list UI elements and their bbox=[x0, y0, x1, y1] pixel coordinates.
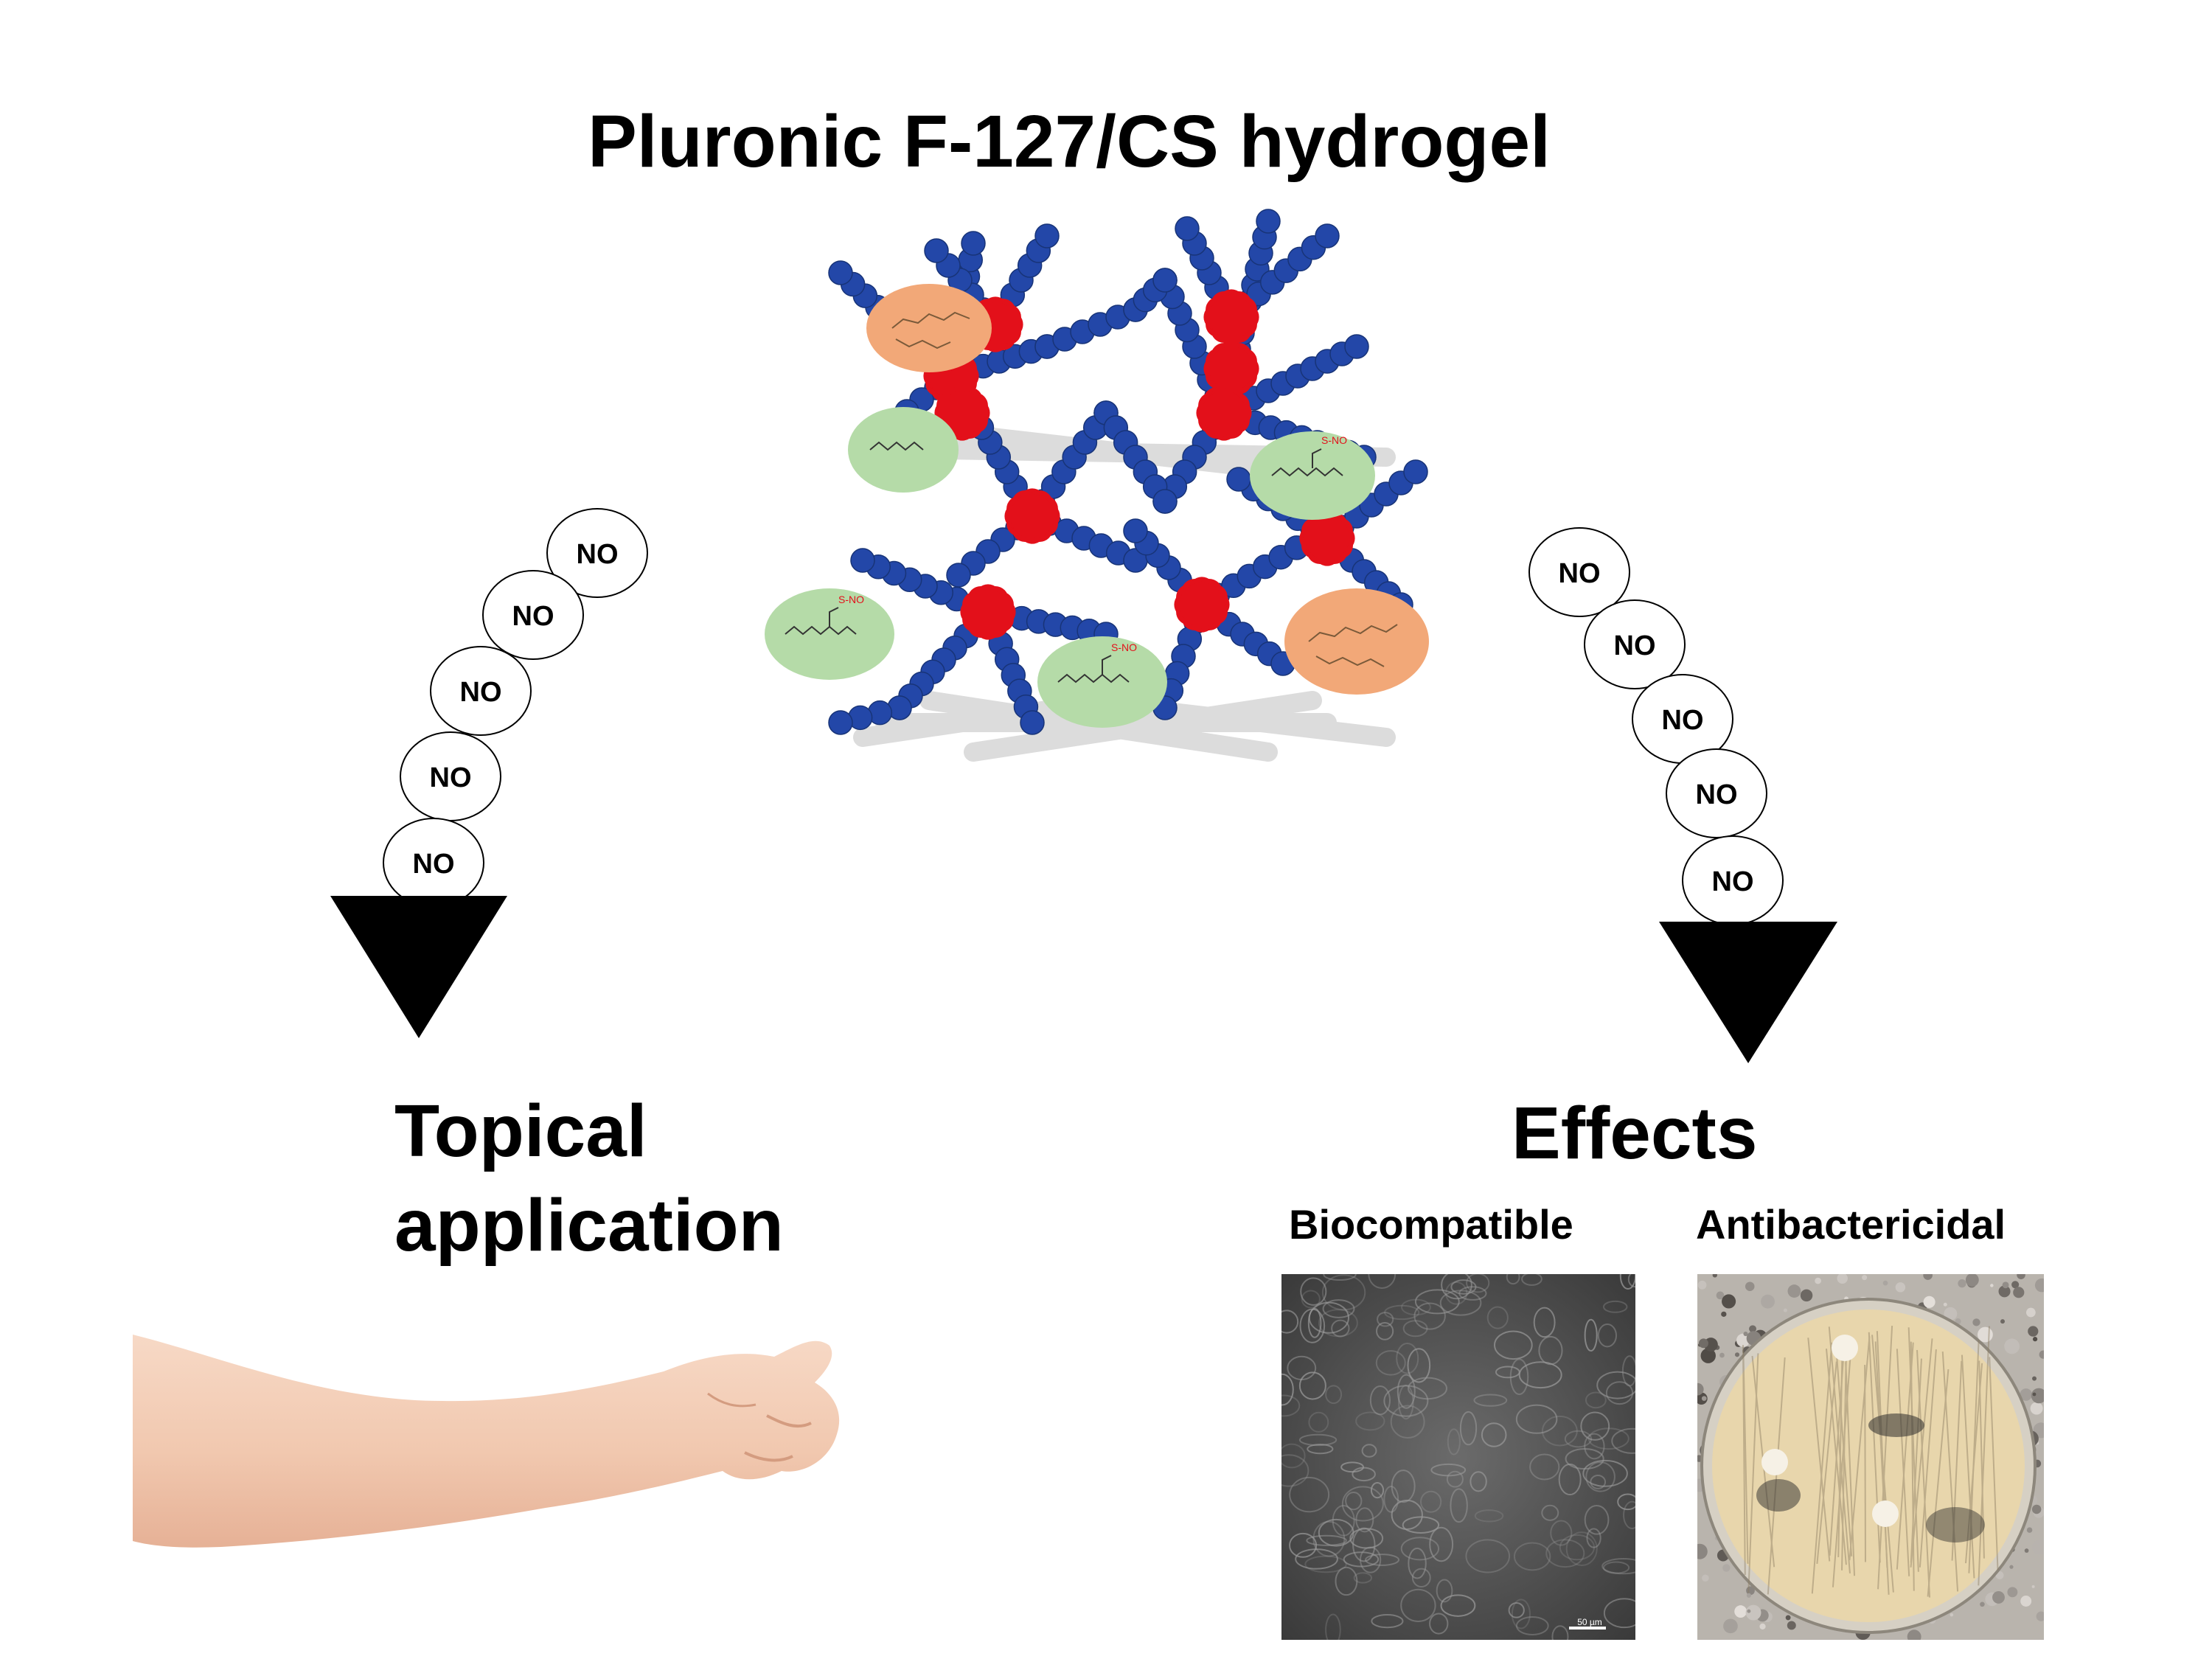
antibiotic-disc bbox=[1761, 1449, 1788, 1475]
no-molecule: NO bbox=[1682, 835, 1784, 925]
petri-dish-image bbox=[1697, 1274, 2044, 1640]
svg-text:NO: NO bbox=[430, 762, 472, 793]
no-molecule: NO bbox=[430, 646, 532, 736]
right-no-release: NO NO NO NO NO bbox=[1528, 527, 1837, 1063]
gsno-bubble-left-lower: S-NO bbox=[765, 588, 894, 680]
scale-bar-label: 50 µm bbox=[1577, 1617, 1602, 1627]
svg-text:S-NO: S-NO bbox=[838, 594, 864, 605]
svg-text:S-NO: S-NO bbox=[1321, 434, 1347, 446]
no-molecule: NO bbox=[1584, 599, 1686, 689]
svg-text:NO: NO bbox=[1712, 866, 1754, 897]
svg-text:NO: NO bbox=[1662, 705, 1704, 736]
antibiotic-disc bbox=[1832, 1335, 1858, 1361]
topical-application-heading: Topical application bbox=[394, 1090, 784, 1267]
svg-text:NO: NO bbox=[577, 539, 619, 570]
gsno-bubble-right: S-NO bbox=[1250, 431, 1375, 520]
down-arrow-left bbox=[330, 896, 507, 1038]
svg-text:NO: NO bbox=[512, 601, 554, 632]
gsno-bubble-left-upper bbox=[848, 407, 959, 493]
svg-text:NO: NO bbox=[1559, 558, 1601, 589]
no-molecule: NO bbox=[1632, 674, 1733, 764]
no-molecule: NO bbox=[546, 508, 648, 598]
svg-text:NO: NO bbox=[1614, 630, 1656, 661]
antibiotic-disc bbox=[1872, 1500, 1899, 1527]
no-molecule: NO bbox=[1528, 527, 1630, 617]
no-molecule: NO bbox=[1666, 748, 1767, 838]
chitosan-bubble-top bbox=[866, 284, 992, 372]
svg-text:S-NO: S-NO bbox=[1111, 641, 1137, 653]
inhibition-stain bbox=[1756, 1479, 1801, 1512]
hydrogel-network-illustration: S-NO S-NO S-NO bbox=[765, 209, 1429, 762]
svg-text:NO: NO bbox=[460, 677, 502, 708]
inhibition-stain bbox=[1868, 1413, 1924, 1437]
svg-text:NO: NO bbox=[1696, 779, 1738, 810]
no-molecule: NO bbox=[400, 731, 501, 821]
down-arrow-right bbox=[1659, 922, 1837, 1063]
no-molecule: NO bbox=[482, 570, 584, 660]
chitosan-bubble-bottom bbox=[1284, 588, 1429, 695]
gsno-bubble-bottom: S-NO bbox=[1037, 636, 1167, 728]
scale-bar bbox=[1569, 1627, 1606, 1630]
left-no-release: NO NO NO NO NO bbox=[330, 508, 648, 1038]
antibactericidal-label: Antibactericidal bbox=[1696, 1201, 2006, 1248]
diagram-title: Pluronic F-127/CS hydrogel bbox=[588, 100, 1551, 183]
no-molecule: NO bbox=[383, 818, 484, 908]
cell-microscopy-image: 50 µm bbox=[1281, 1274, 1635, 1640]
biocompatible-label: Biocompatible bbox=[1289, 1201, 1573, 1248]
effects-heading: Effects bbox=[1512, 1092, 1758, 1175]
inhibition-stain bbox=[1926, 1507, 1985, 1543]
svg-text:NO: NO bbox=[413, 849, 455, 880]
bacterial-lawn-streaks bbox=[1742, 1326, 1999, 1598]
cell-texture bbox=[1281, 1274, 1635, 1640]
arm-illustration bbox=[133, 1335, 840, 1548]
